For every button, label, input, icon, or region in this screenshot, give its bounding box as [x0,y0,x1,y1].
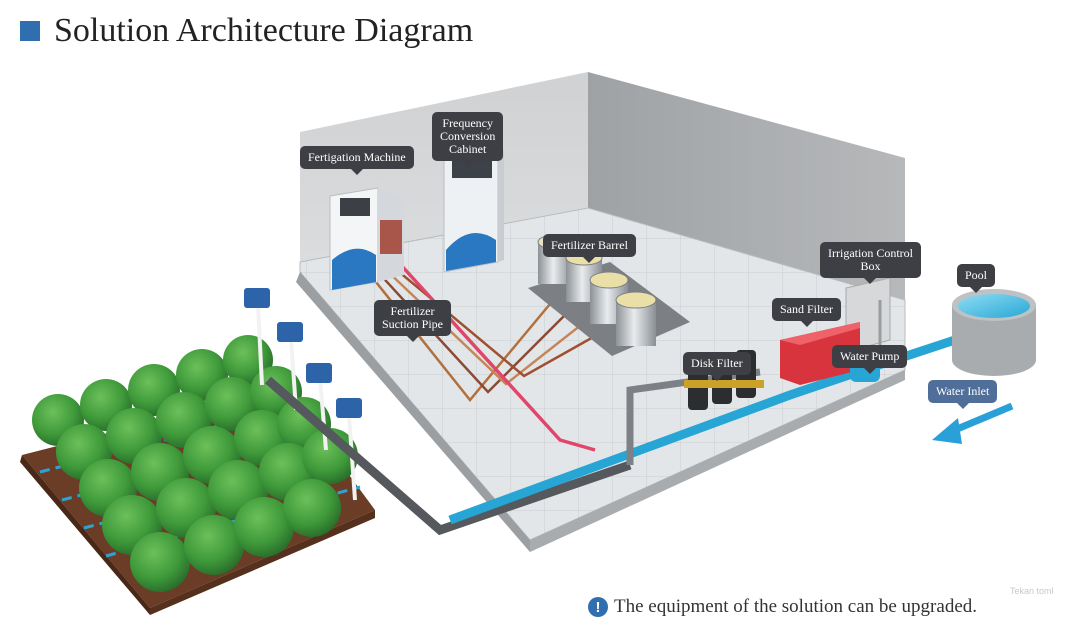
footer-note: ! The equipment of the solution can be u… [588,596,977,618]
exclamation-circle-icon: ! [588,597,608,617]
callout-frequency-cabinet: Frequency Conversion Cabinet [432,112,504,167]
callout-water-pump: Water Pump [832,345,908,374]
frequency-cabinet [443,145,504,273]
floor-edge-left [296,272,530,552]
floor-edge-right [530,370,905,552]
callout-irrigation-control-box: Irrigation Control Box [820,242,921,284]
sand-filter [780,322,860,385]
callout-fertilizer-suction-pipe: Fertilizer Suction Pipe [374,300,452,342]
soil-edge-left [20,455,150,615]
callout-fertigation-machine: Fertigation Machine [300,146,414,175]
callout-water-inlet: Water Inlet [928,380,998,409]
fertigation-machine [329,187,404,291]
field-main-pipe [265,376,632,536]
callout-disk-filter: Disk Filter [683,352,751,381]
callout-sand-filter: Sand Filter [772,298,841,327]
watermark: Tekan toml [1010,586,1054,596]
page-title: Solution Architecture Diagram [54,12,474,49]
pool [952,289,1036,376]
footer-note-text: The equipment of the solution can be upg… [614,596,978,617]
callout-fertilizer-barrel: Fertilizer Barrel [543,234,636,263]
blue-square-icon [20,21,40,41]
header: Solution Architecture Diagram [20,12,473,50]
soil-edge-right [150,510,375,615]
water-main-pipe [448,330,972,525]
arrow-icon [932,402,1014,444]
callout-pool: Pool [957,264,996,293]
crop-trees [32,335,358,592]
